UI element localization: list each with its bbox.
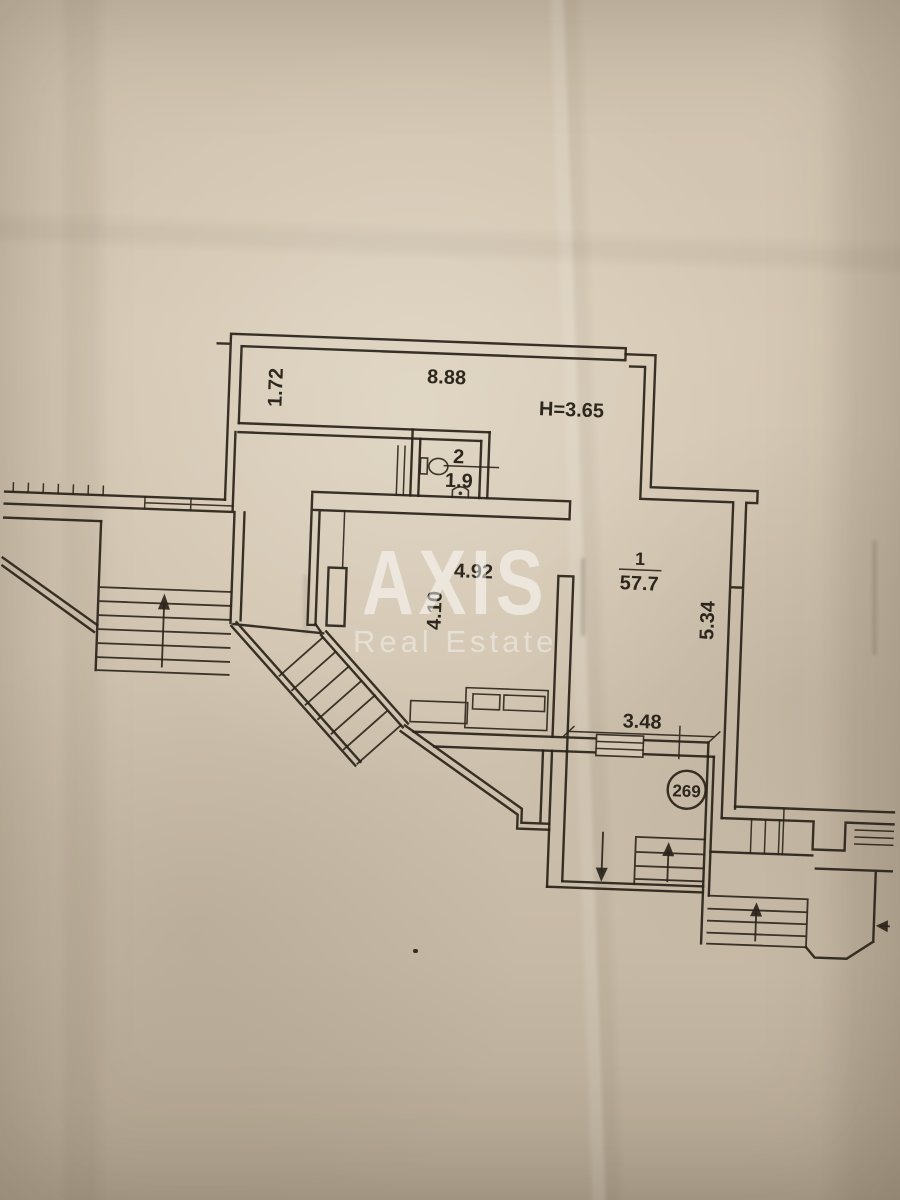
column-stem-line	[341, 510, 346, 569]
sink-icon	[451, 485, 470, 499]
diagonal-facade-wall	[0, 555, 99, 634]
paper-speck	[413, 949, 418, 953]
wc-area: 1.9	[445, 470, 474, 493]
right-steps-lines	[749, 807, 895, 856]
pencil-smudge	[581, 558, 585, 636]
left-stair-arrowhead	[157, 593, 170, 610]
corridor-right-wall	[624, 352, 759, 820]
room1-bottom-wall	[412, 730, 716, 758]
dim-hall-width: 4.92	[454, 560, 494, 583]
wc-duct-lines	[395, 445, 406, 496]
dim-room1-side: 5.34	[696, 600, 719, 641]
right-stair-arrowhead	[750, 902, 763, 917]
pencil-smudge	[303, 575, 309, 635]
entry-door-sill	[595, 733, 645, 758]
left-wing-wall	[2, 430, 237, 523]
wc-walls	[409, 428, 491, 500]
vestibule-stair-arrowhead	[662, 842, 675, 857]
right-corridor-walls	[709, 805, 896, 960]
diagonal-stair-treads	[278, 636, 403, 765]
dim-corridor-length: 8.88	[427, 366, 467, 389]
vestibule-left-wall	[539, 749, 569, 888]
left-wall-hatch-ticks	[12, 482, 234, 512]
vestibule-right-wall	[699, 741, 716, 945]
watermark-subtitle: Real Estate	[353, 624, 557, 659]
plan-linework: 1.72 8.88 H=3.65 2 1.9 4.92 4.10 1 57.7 …	[0, 332, 896, 960]
column-rect	[325, 566, 348, 628]
entry-door-sill-lines	[595, 740, 645, 751]
vestibule-down-arrowhead	[595, 867, 608, 882]
watermark: AXIS Real Estate	[353, 531, 557, 659]
vestibule-bottom-wall	[545, 880, 705, 894]
entrance-arrowhead	[875, 920, 889, 933]
left-stair-up-arrow	[160, 603, 166, 668]
dim-entry-width: 3.48	[622, 710, 662, 733]
room1-number: 1	[635, 549, 646, 569]
pencil-smudge	[872, 540, 877, 655]
vestibule-down-arrow	[600, 831, 604, 874]
right-stair-treads	[706, 894, 809, 949]
dim-corridor-width: 1.72	[264, 368, 287, 408]
wc-label-leader	[443, 464, 500, 469]
unit-number-circle	[666, 769, 707, 810]
dim-line-3-48	[562, 725, 721, 760]
watermark-brand: AXIS	[362, 531, 548, 634]
corridor-bottom-wall	[237, 421, 491, 443]
toilet-bowl-icon	[428, 457, 449, 476]
room1-fraction-bar	[618, 568, 662, 572]
room1-area: 57.7	[619, 572, 659, 595]
counter-rects	[409, 686, 550, 732]
stairwell-walls	[94, 510, 246, 672]
hall-top-wall	[306, 490, 572, 627]
toilet-icon	[419, 456, 429, 475]
dim-hall-depth: 4.10	[423, 591, 446, 631]
room1-left-wall	[551, 574, 575, 753]
wc-room-number: 2	[453, 446, 465, 468]
sink-drain-dot	[458, 491, 463, 496]
unit-number: 269	[672, 781, 701, 801]
diagonal-lower-wall	[398, 723, 551, 832]
ceiling-height-note: H=3.65	[539, 398, 605, 422]
